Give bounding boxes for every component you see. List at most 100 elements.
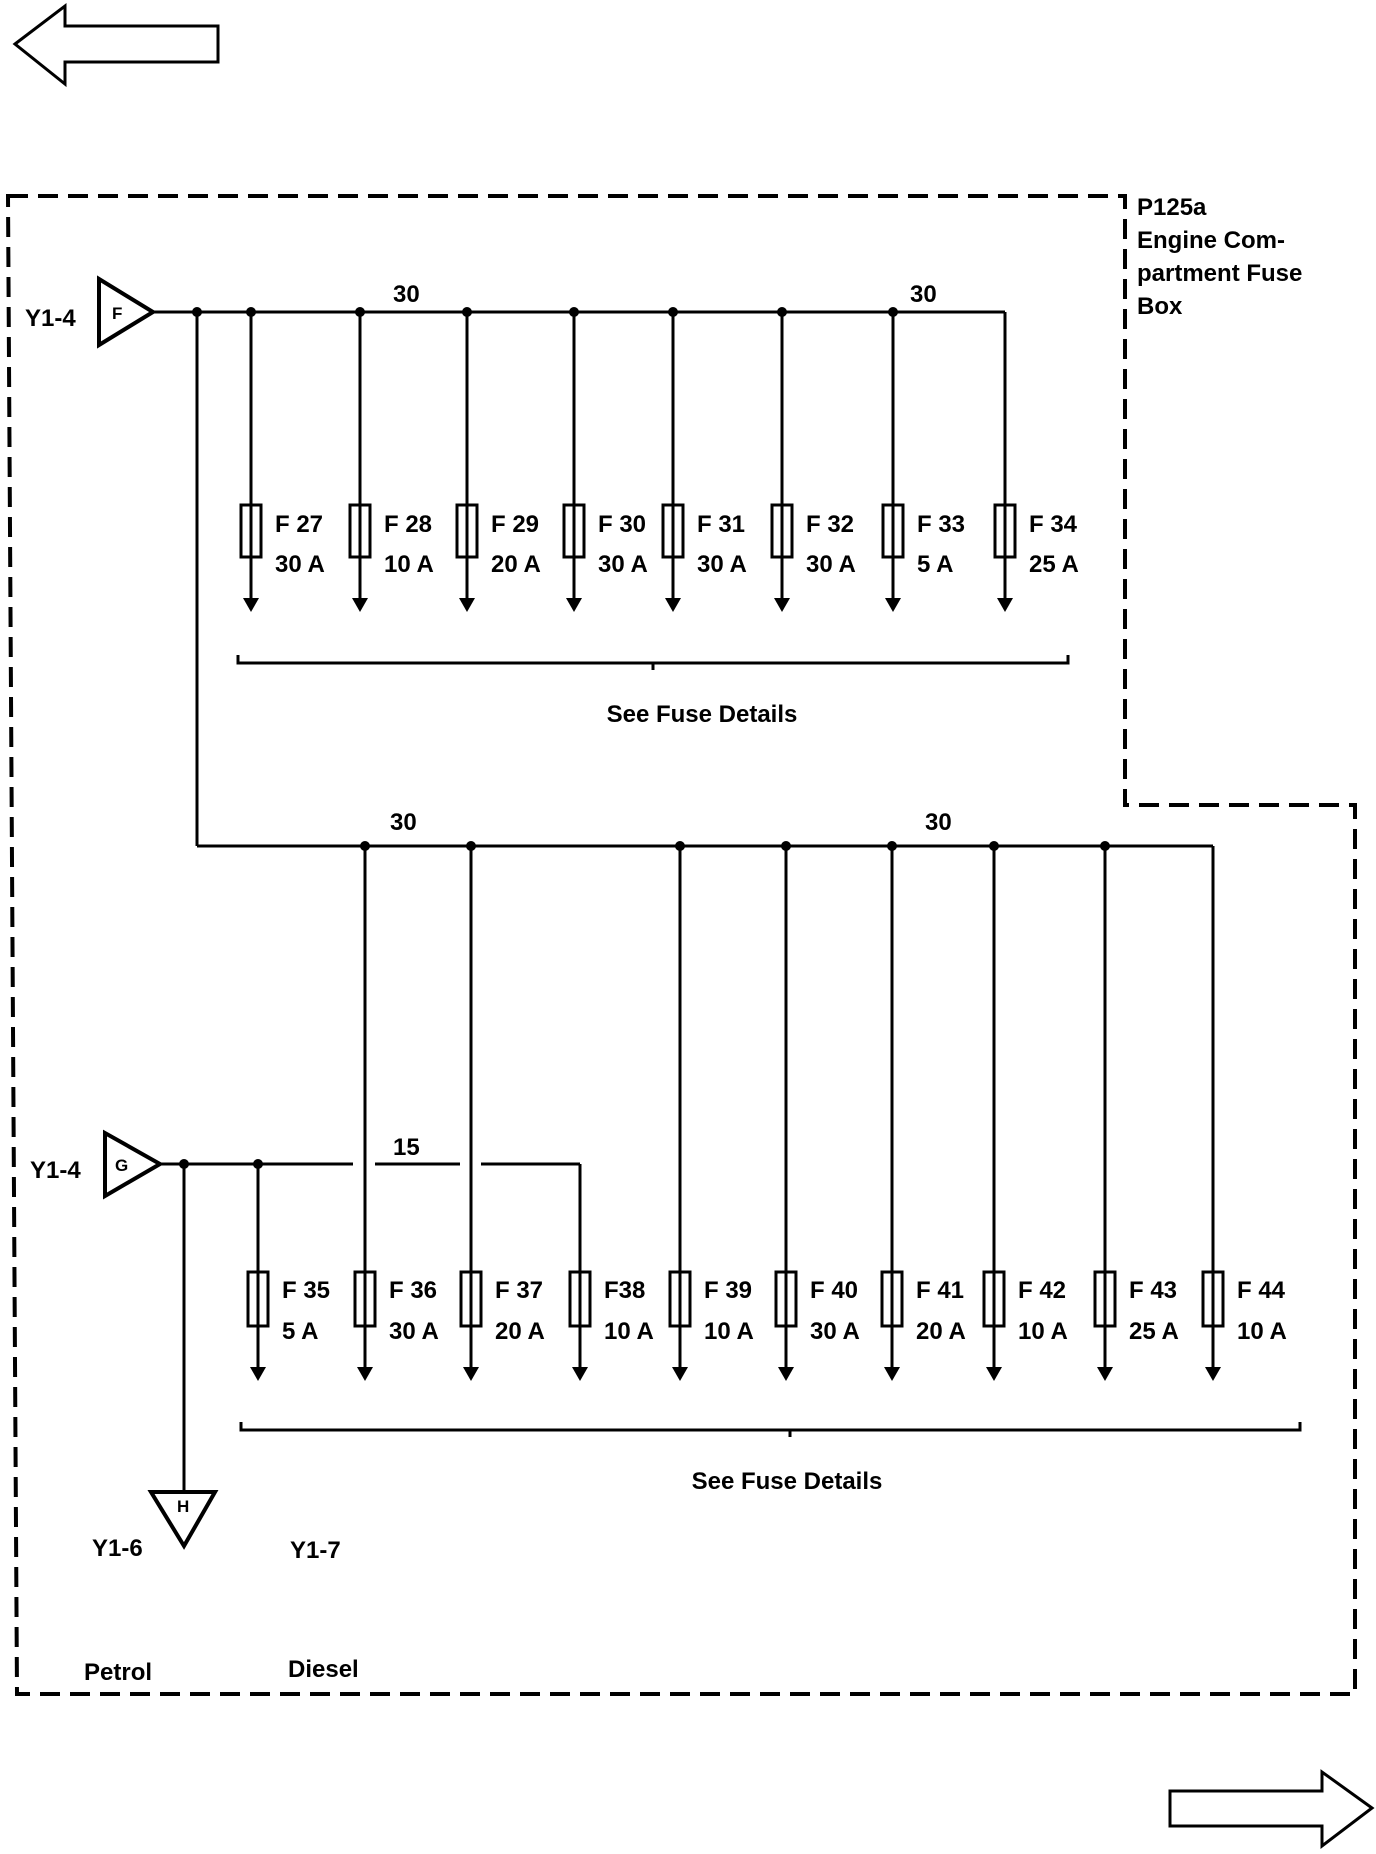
see-fuse-details-2[interactable]: See Fuse Details (692, 1468, 883, 1495)
fuse-f28: F 28 10 A (348, 307, 434, 612)
fuse-rating: 20 A (491, 551, 541, 578)
connector-g-icon (103, 1129, 165, 1200)
diesel-label: Diesel (288, 1656, 359, 1683)
bus-label-low: 15 (393, 1134, 420, 1161)
fuse-id: F 29 (491, 511, 539, 538)
see-fuse-details-1[interactable]: See Fuse Details (607, 701, 798, 728)
fuse-f33: F 33 5 A (881, 307, 965, 612)
fuse-id: F 31 (697, 511, 745, 538)
fuse-f38: F38 10 A (568, 1164, 654, 1381)
fuse-f27: F 27 30 A (239, 307, 325, 612)
fuse-rating: 20 A (916, 1318, 966, 1345)
box-id: P125a (1137, 194, 1207, 221)
down-arrow-icon (665, 598, 681, 612)
fuse-id: F 27 (275, 511, 323, 538)
fuse-id: F 36 (389, 1277, 437, 1304)
fuse-id: F 32 (806, 511, 854, 538)
fuse-f43: F 43 25 A (1093, 841, 1179, 1381)
fuse-rating: 30 A (598, 551, 648, 578)
fuse-id: F 42 (1018, 1277, 1066, 1304)
down-arrow-icon (459, 598, 475, 612)
fuse-f41: F 41 20 A (880, 841, 966, 1381)
back-arrow-icon[interactable] (12, 2, 220, 88)
fuse-f42: F 42 10 A (982, 841, 1068, 1381)
fuse-id: F 28 (384, 511, 432, 538)
down-arrow-icon (986, 1367, 1002, 1381)
down-arrow-icon (774, 598, 790, 612)
petrol-label: Petrol (84, 1659, 152, 1686)
down-arrow-icon (357, 1367, 373, 1381)
down-arrow-icon (463, 1367, 479, 1381)
connector-g-letter: G (115, 1156, 128, 1175)
fuse-rating: 20 A (495, 1318, 545, 1345)
fuse-f40: F 40 30 A (774, 841, 860, 1381)
fuse-f29: F 29 20 A (455, 307, 541, 612)
connector-f-letter: F (112, 304, 122, 323)
fuse-id: F 35 (282, 1277, 330, 1304)
fuse-f37: F 37 20 A (459, 841, 545, 1381)
fuse-rating: 30 A (275, 551, 325, 578)
fuse-rating: 30 A (697, 551, 747, 578)
fuse-f34: F 34 25 A (993, 312, 1079, 612)
fuse-rating: 30 A (810, 1318, 860, 1345)
fuse-rating: 10 A (1237, 1318, 1287, 1345)
fuse-id: F 33 (917, 511, 965, 538)
connector-h-label: Y1-6 (92, 1535, 143, 1562)
down-arrow-icon (884, 1367, 900, 1381)
down-arrow-icon (778, 1367, 794, 1381)
junction-dot (179, 1159, 189, 1169)
fuse-rating: 5 A (282, 1318, 318, 1345)
fuse-f30: F 30 30 A (562, 307, 648, 612)
bus-label-top-right: 30 (910, 281, 937, 308)
bus-label-mid-right: 30 (925, 809, 952, 836)
fuse-box-outline (5, 194, 1357, 1696)
bus-label-top-left: 30 (393, 281, 420, 308)
down-arrow-icon (566, 598, 582, 612)
fuse-f39: F 39 10 A (668, 841, 754, 1381)
down-arrow-icon (243, 598, 259, 612)
fuse-rating: 5 A (917, 551, 953, 578)
fuse-rating: 25 A (1129, 1318, 1179, 1345)
fuse-id: F 30 (598, 511, 646, 538)
down-arrow-icon (885, 598, 901, 612)
down-arrow-icon (250, 1367, 266, 1381)
fuse-id: F 40 (810, 1277, 858, 1304)
down-arrow-icon (1205, 1367, 1221, 1381)
down-arrow-icon (997, 598, 1013, 612)
connector-f-label: Y1-4 (25, 305, 76, 332)
fuse-id: F 34 (1029, 511, 1078, 538)
fuse-rating: 10 A (704, 1318, 754, 1345)
brace-row-1 (236, 655, 1070, 670)
fuse-f32: F 32 30 A (770, 307, 856, 612)
fuse-f36: F 36 30 A (353, 841, 439, 1381)
fuse-id: F 43 (1129, 1277, 1177, 1304)
fuse-rating: 10 A (1018, 1318, 1068, 1345)
fuse-rating: 30 A (389, 1318, 439, 1345)
fuse-f35: F 35 5 A (246, 1159, 330, 1381)
fuse-f31: F 31 30 A (661, 307, 747, 612)
bus-label-mid-left: 30 (390, 809, 417, 836)
fuse-id: F 39 (704, 1277, 752, 1304)
connector-h-letter: H (177, 1497, 189, 1516)
connector-diesel-label: Y1-7 (290, 1537, 341, 1564)
forward-arrow-icon[interactable] (1168, 1769, 1375, 1850)
junction-dot (192, 307, 202, 317)
box-title-line-2: partment Fuse (1137, 260, 1302, 287)
down-arrow-icon (572, 1367, 588, 1381)
fuse-rating: 10 A (384, 551, 434, 578)
down-arrow-icon (1097, 1367, 1113, 1381)
fuse-id: F 41 (916, 1277, 964, 1304)
fuse-rating: 25 A (1029, 551, 1079, 578)
down-arrow-icon (352, 598, 368, 612)
fuse-rating: 10 A (604, 1318, 654, 1345)
connector-f-icon (97, 275, 157, 349)
fuse-rating: 30 A (806, 551, 856, 578)
box-title-line-3: Box (1137, 293, 1183, 320)
box-title-line-1: Engine Com- (1137, 227, 1285, 254)
fuse-id: F 37 (495, 1277, 543, 1304)
brace-row-2 (239, 1422, 1302, 1437)
fuse-id: F38 (604, 1277, 645, 1304)
